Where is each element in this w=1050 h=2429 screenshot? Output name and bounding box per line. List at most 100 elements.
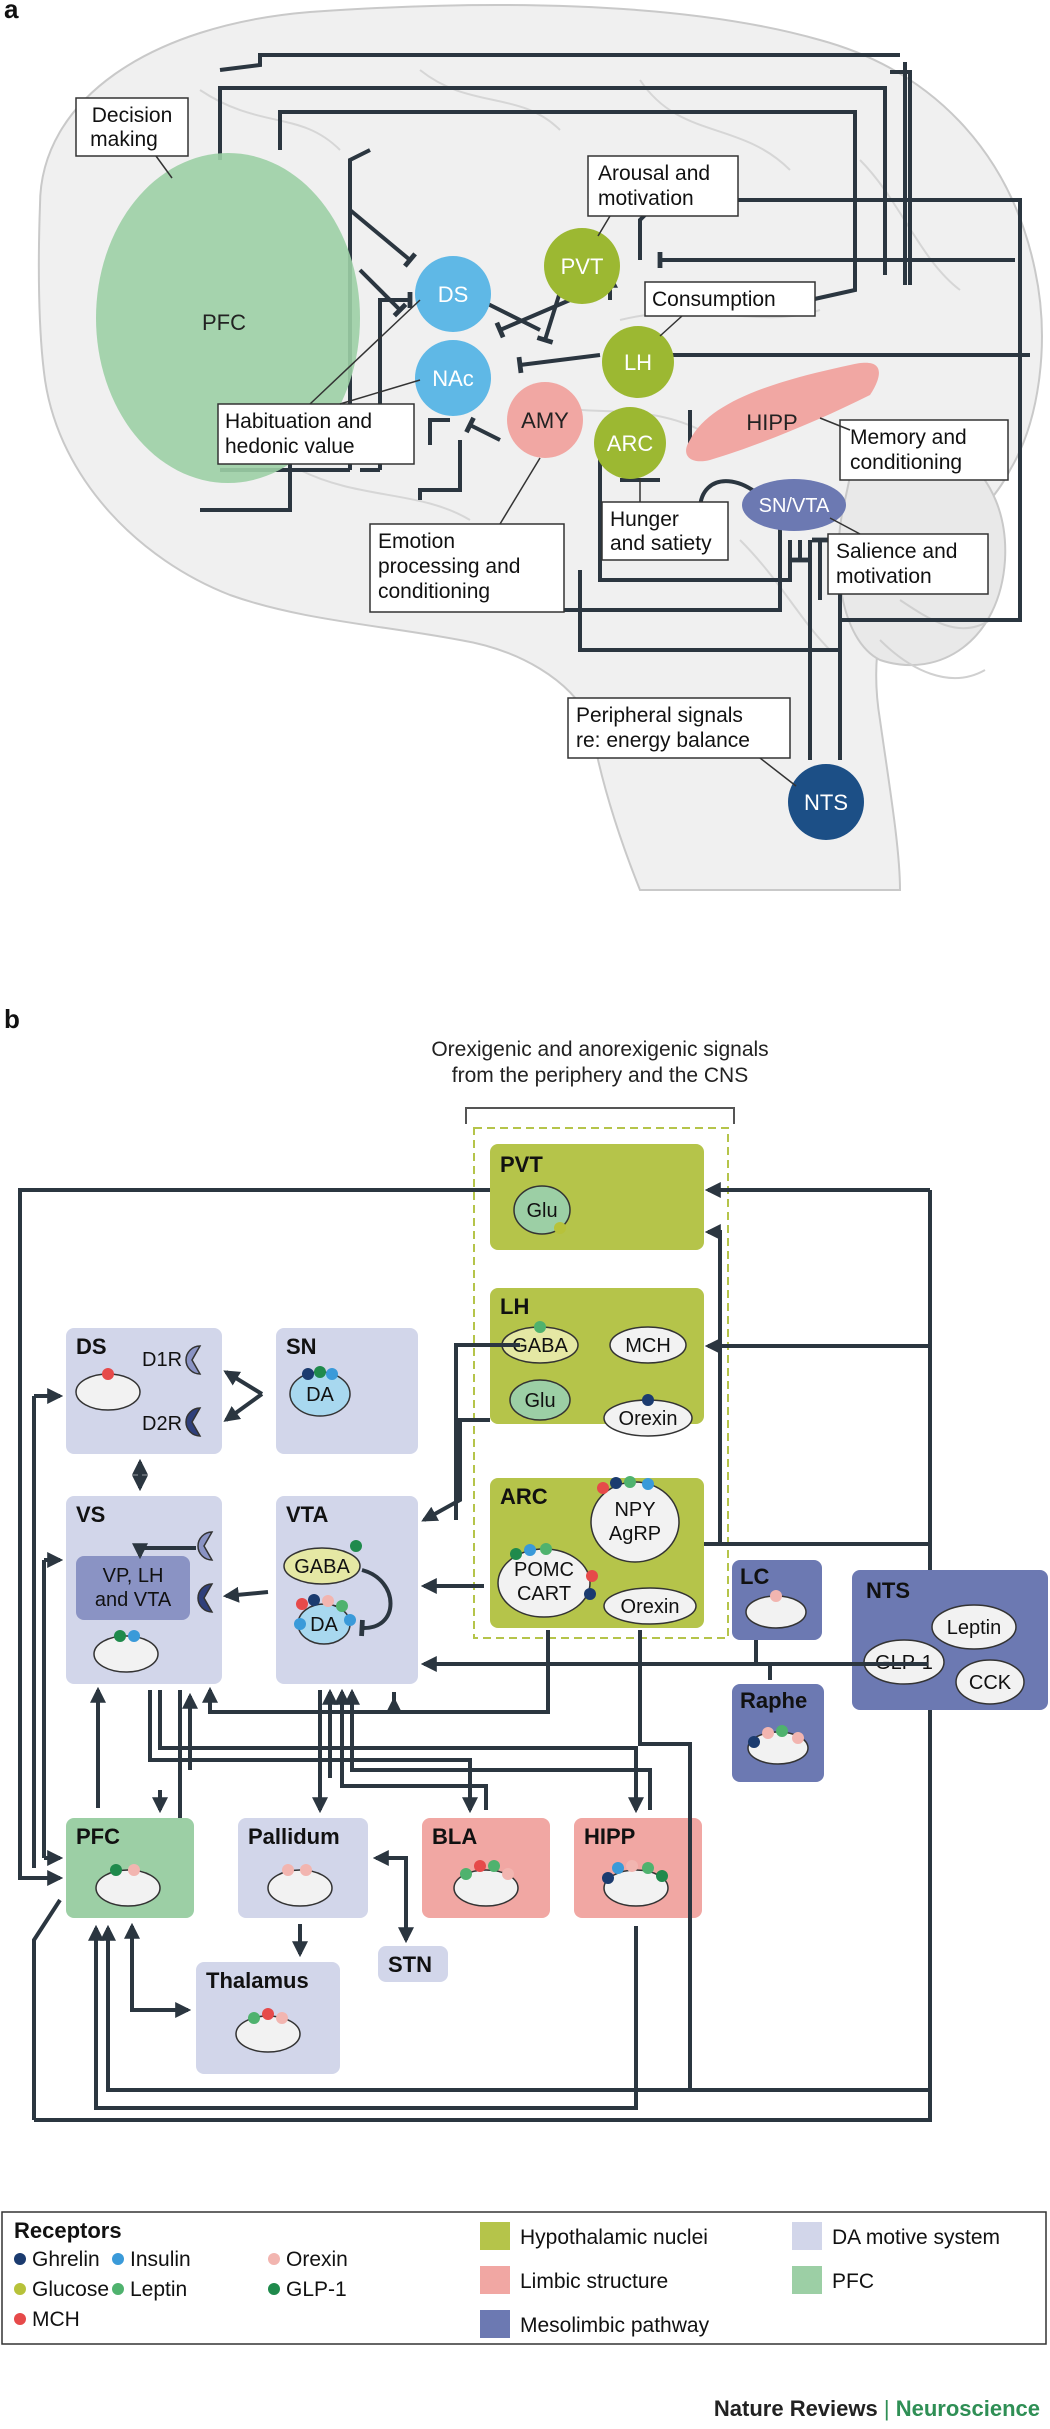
hipp-region bbox=[686, 362, 879, 462]
legend-category-swatch bbox=[792, 2266, 822, 2294]
callout-decision-1: Decision bbox=[92, 104, 173, 127]
cell-leptin: Leptin bbox=[947, 1617, 1002, 1639]
box-nts-label: NTS bbox=[866, 1578, 910, 1603]
panel-a-letter: a bbox=[4, 0, 19, 24]
box-vs-label: VS bbox=[76, 1502, 105, 1527]
legend-category-label: Hypothalamic nuclei bbox=[520, 2226, 708, 2249]
box-raphe-label: Raphe bbox=[740, 1688, 807, 1713]
legend-receptor-label: Leptin bbox=[130, 2278, 187, 2301]
legend-category-swatch bbox=[792, 2222, 822, 2250]
cell-glu-pvt: Glu bbox=[526, 1200, 557, 1222]
panel-b-header-1: Orexigenic and anorexigenic signals bbox=[431, 1038, 768, 1061]
cells: Glu GABA MCH Glu Orexin NPY AgRP POMC CA… bbox=[75, 1185, 1025, 2053]
legend-category-swatch bbox=[480, 2310, 510, 2338]
panel-a-regions: PFC DS NAc PVT LH AMY ARC HIPP SN/VTA NT… bbox=[96, 153, 879, 840]
cell-orexin-lh: Orexin bbox=[619, 1408, 678, 1430]
legend-title: Receptors bbox=[14, 2218, 122, 2243]
cell-npy: NPY bbox=[614, 1499, 655, 1521]
box-arc-label: ARC bbox=[500, 1484, 548, 1509]
receptor-dots bbox=[102, 1222, 804, 2024]
legend-category-label: DA motive system bbox=[832, 2226, 1000, 2249]
hipp-label: HIPP bbox=[746, 410, 797, 435]
lh-label: LH bbox=[624, 350, 652, 375]
vs-d2r-icon bbox=[197, 1583, 214, 1613]
cell-glu-lh: Glu bbox=[524, 1390, 555, 1412]
box-sn-label: SN bbox=[286, 1334, 317, 1359]
legend-receptor-dot bbox=[14, 2253, 26, 2265]
legend-category-label: Limbic structure bbox=[520, 2270, 668, 2293]
callout-hunger-1: Hunger bbox=[610, 508, 679, 531]
pvt-region bbox=[544, 228, 620, 304]
d1r-icon bbox=[185, 1345, 202, 1375]
callout-emotion-2: processing and bbox=[378, 555, 520, 578]
snvta-region bbox=[742, 479, 846, 531]
nac-region bbox=[415, 340, 491, 416]
legend-receptor-dot bbox=[268, 2283, 280, 2295]
amy-label: AMY bbox=[521, 408, 569, 433]
box-pallidum-label: Pallidum bbox=[248, 1824, 340, 1849]
box-vta-label: VTA bbox=[286, 1502, 328, 1527]
snvta-label: SN/VTA bbox=[759, 495, 830, 517]
panel-a-callouts: Decision making Arousal and motivation C… bbox=[75, 97, 1009, 759]
box-thalamus-label: Thalamus bbox=[206, 1968, 309, 1993]
callout-arousal-1: Arousal and bbox=[598, 162, 710, 185]
cell-cart: CART bbox=[517, 1583, 571, 1605]
legend-receptor-dot bbox=[268, 2253, 280, 2265]
nts-region bbox=[788, 764, 864, 840]
cell-da-sn: DA bbox=[306, 1384, 334, 1406]
callout-emotion-3: conditioning bbox=[378, 580, 490, 603]
cell-gaba-vta: GABA bbox=[294, 1556, 350, 1578]
cell-cck: CCK bbox=[969, 1672, 1012, 1694]
cell-orexin-arc: Orexin bbox=[621, 1596, 680, 1618]
box-lh-label: LH bbox=[500, 1294, 529, 1319]
legend-receptor-label: Orexin bbox=[286, 2248, 348, 2271]
ds-label: DS bbox=[438, 282, 469, 307]
cell-vp-2: and VTA bbox=[95, 1589, 172, 1611]
legend-receptor-label: GLP-1 bbox=[286, 2278, 347, 2301]
receptor-d2r-label: D2R bbox=[142, 1413, 182, 1435]
vs-d1r-icon bbox=[197, 1531, 214, 1561]
nts-label: NTS bbox=[804, 790, 848, 815]
footer-separator: | bbox=[878, 2396, 896, 2421]
box-bla-label: BLA bbox=[432, 1824, 477, 1849]
legend-receptor-dot bbox=[14, 2313, 26, 2325]
callout-arousal-2: motivation bbox=[598, 187, 694, 210]
box-pfc-label: PFC bbox=[76, 1824, 120, 1849]
cell-gaba-lh: GABA bbox=[512, 1335, 568, 1357]
box-ds bbox=[66, 1328, 222, 1454]
callout-habituation-2: hedonic value bbox=[225, 435, 355, 458]
callout-memory-2: conditioning bbox=[850, 451, 962, 474]
legend-receptor-dot bbox=[14, 2283, 26, 2295]
cell-agrp: AgRP bbox=[609, 1523, 661, 1545]
panel-b-header-2: from the periphery and the CNS bbox=[452, 1064, 748, 1087]
legend-receptor-label: Insulin bbox=[130, 2248, 191, 2271]
footer: Nature Reviews | Neuroscience bbox=[714, 2396, 1040, 2421]
legend-category-swatch bbox=[480, 2266, 510, 2294]
ds-region bbox=[415, 256, 491, 332]
callout-consumption: Consumption bbox=[652, 288, 776, 311]
callout-habituation-1: Habituation and bbox=[225, 410, 372, 433]
box-ds-label: DS bbox=[76, 1334, 107, 1359]
pfc-label: PFC bbox=[202, 310, 246, 335]
legend-category-swatch bbox=[480, 2222, 510, 2250]
panel-a-pathways bbox=[200, 53, 1030, 760]
receptor-d1r-label: D1R bbox=[142, 1349, 182, 1371]
legend-category-label: PFC bbox=[832, 2270, 874, 2293]
callout-hunger-2: and satiety bbox=[610, 532, 712, 555]
panel-a: a bbox=[4, 0, 1043, 891]
callout-emotion-1: Emotion bbox=[378, 530, 455, 553]
box-bla bbox=[422, 1818, 550, 1918]
callout-peripheral-1: Peripheral signals bbox=[576, 704, 743, 727]
legend-receptor-dot bbox=[112, 2253, 124, 2265]
callout-salience-1: Salience and bbox=[836, 540, 957, 563]
callout-pointers bbox=[155, 155, 861, 787]
legend-category-label: Mesolimbic pathway bbox=[520, 2314, 710, 2337]
arc-region bbox=[594, 407, 666, 479]
category-legend: Hypothalamic nuclei DA motive systemLimbi… bbox=[480, 2222, 1000, 2338]
legend-receptor-label: Ghrelin bbox=[32, 2248, 100, 2271]
arc-label: ARC bbox=[607, 431, 654, 456]
callout-salience-2: motivation bbox=[836, 565, 932, 588]
